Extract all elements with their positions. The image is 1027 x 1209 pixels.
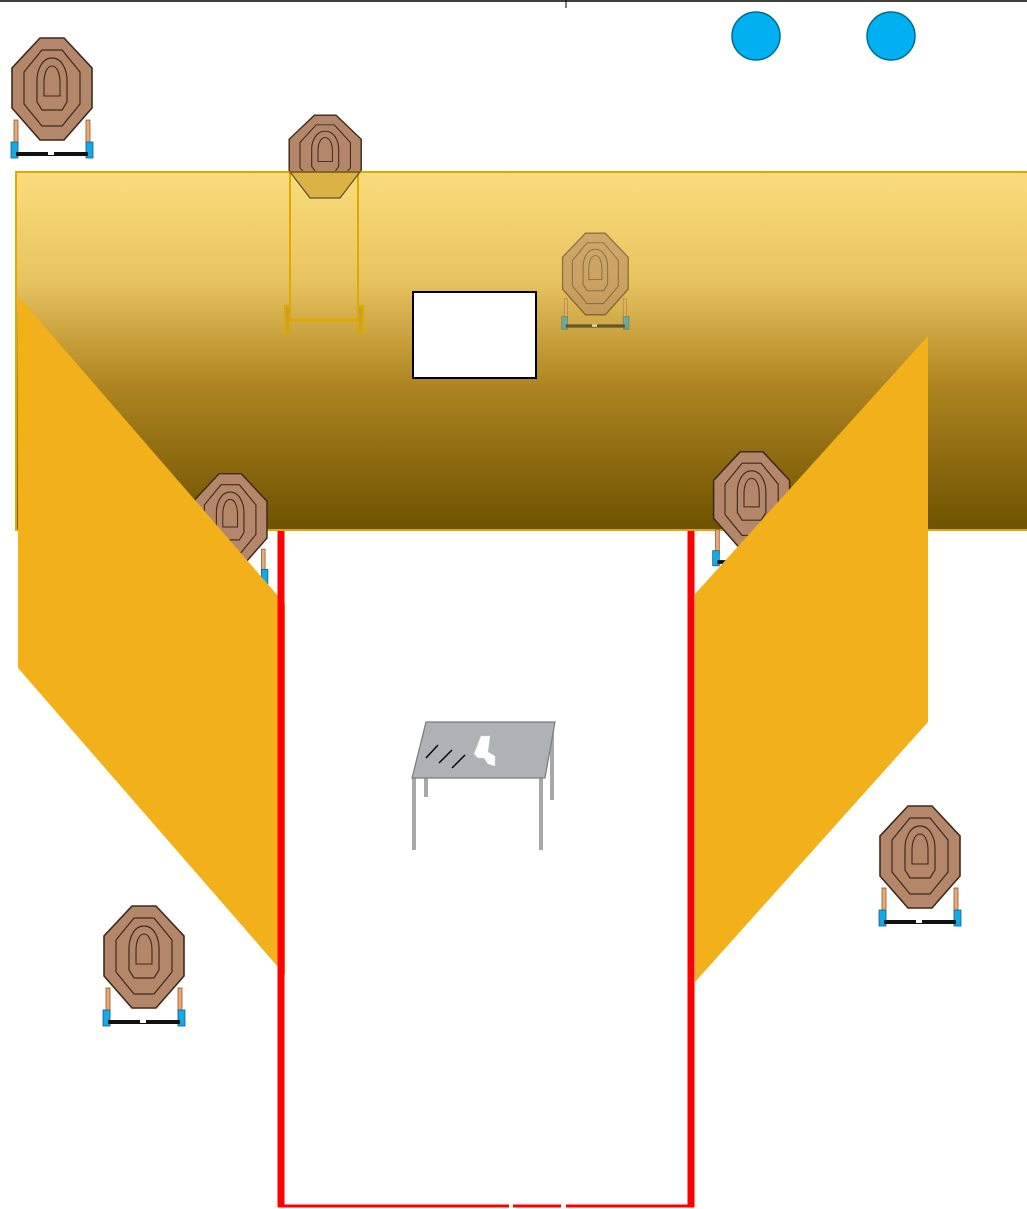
window-opening	[412, 291, 537, 379]
barricade-left	[18, 296, 285, 975]
paper-target-bottom-left	[102, 905, 186, 1027]
high-stand-target-overlap	[288, 171, 362, 199]
paper-target-top-left	[10, 37, 94, 159]
steel-popper-2	[866, 11, 916, 61]
steel-popper-1	[731, 11, 781, 61]
high-stand-frame	[284, 172, 364, 333]
paper-target-right-outer	[878, 805, 962, 927]
pistol-icon	[473, 735, 496, 767]
barricade-right	[695, 336, 928, 982]
